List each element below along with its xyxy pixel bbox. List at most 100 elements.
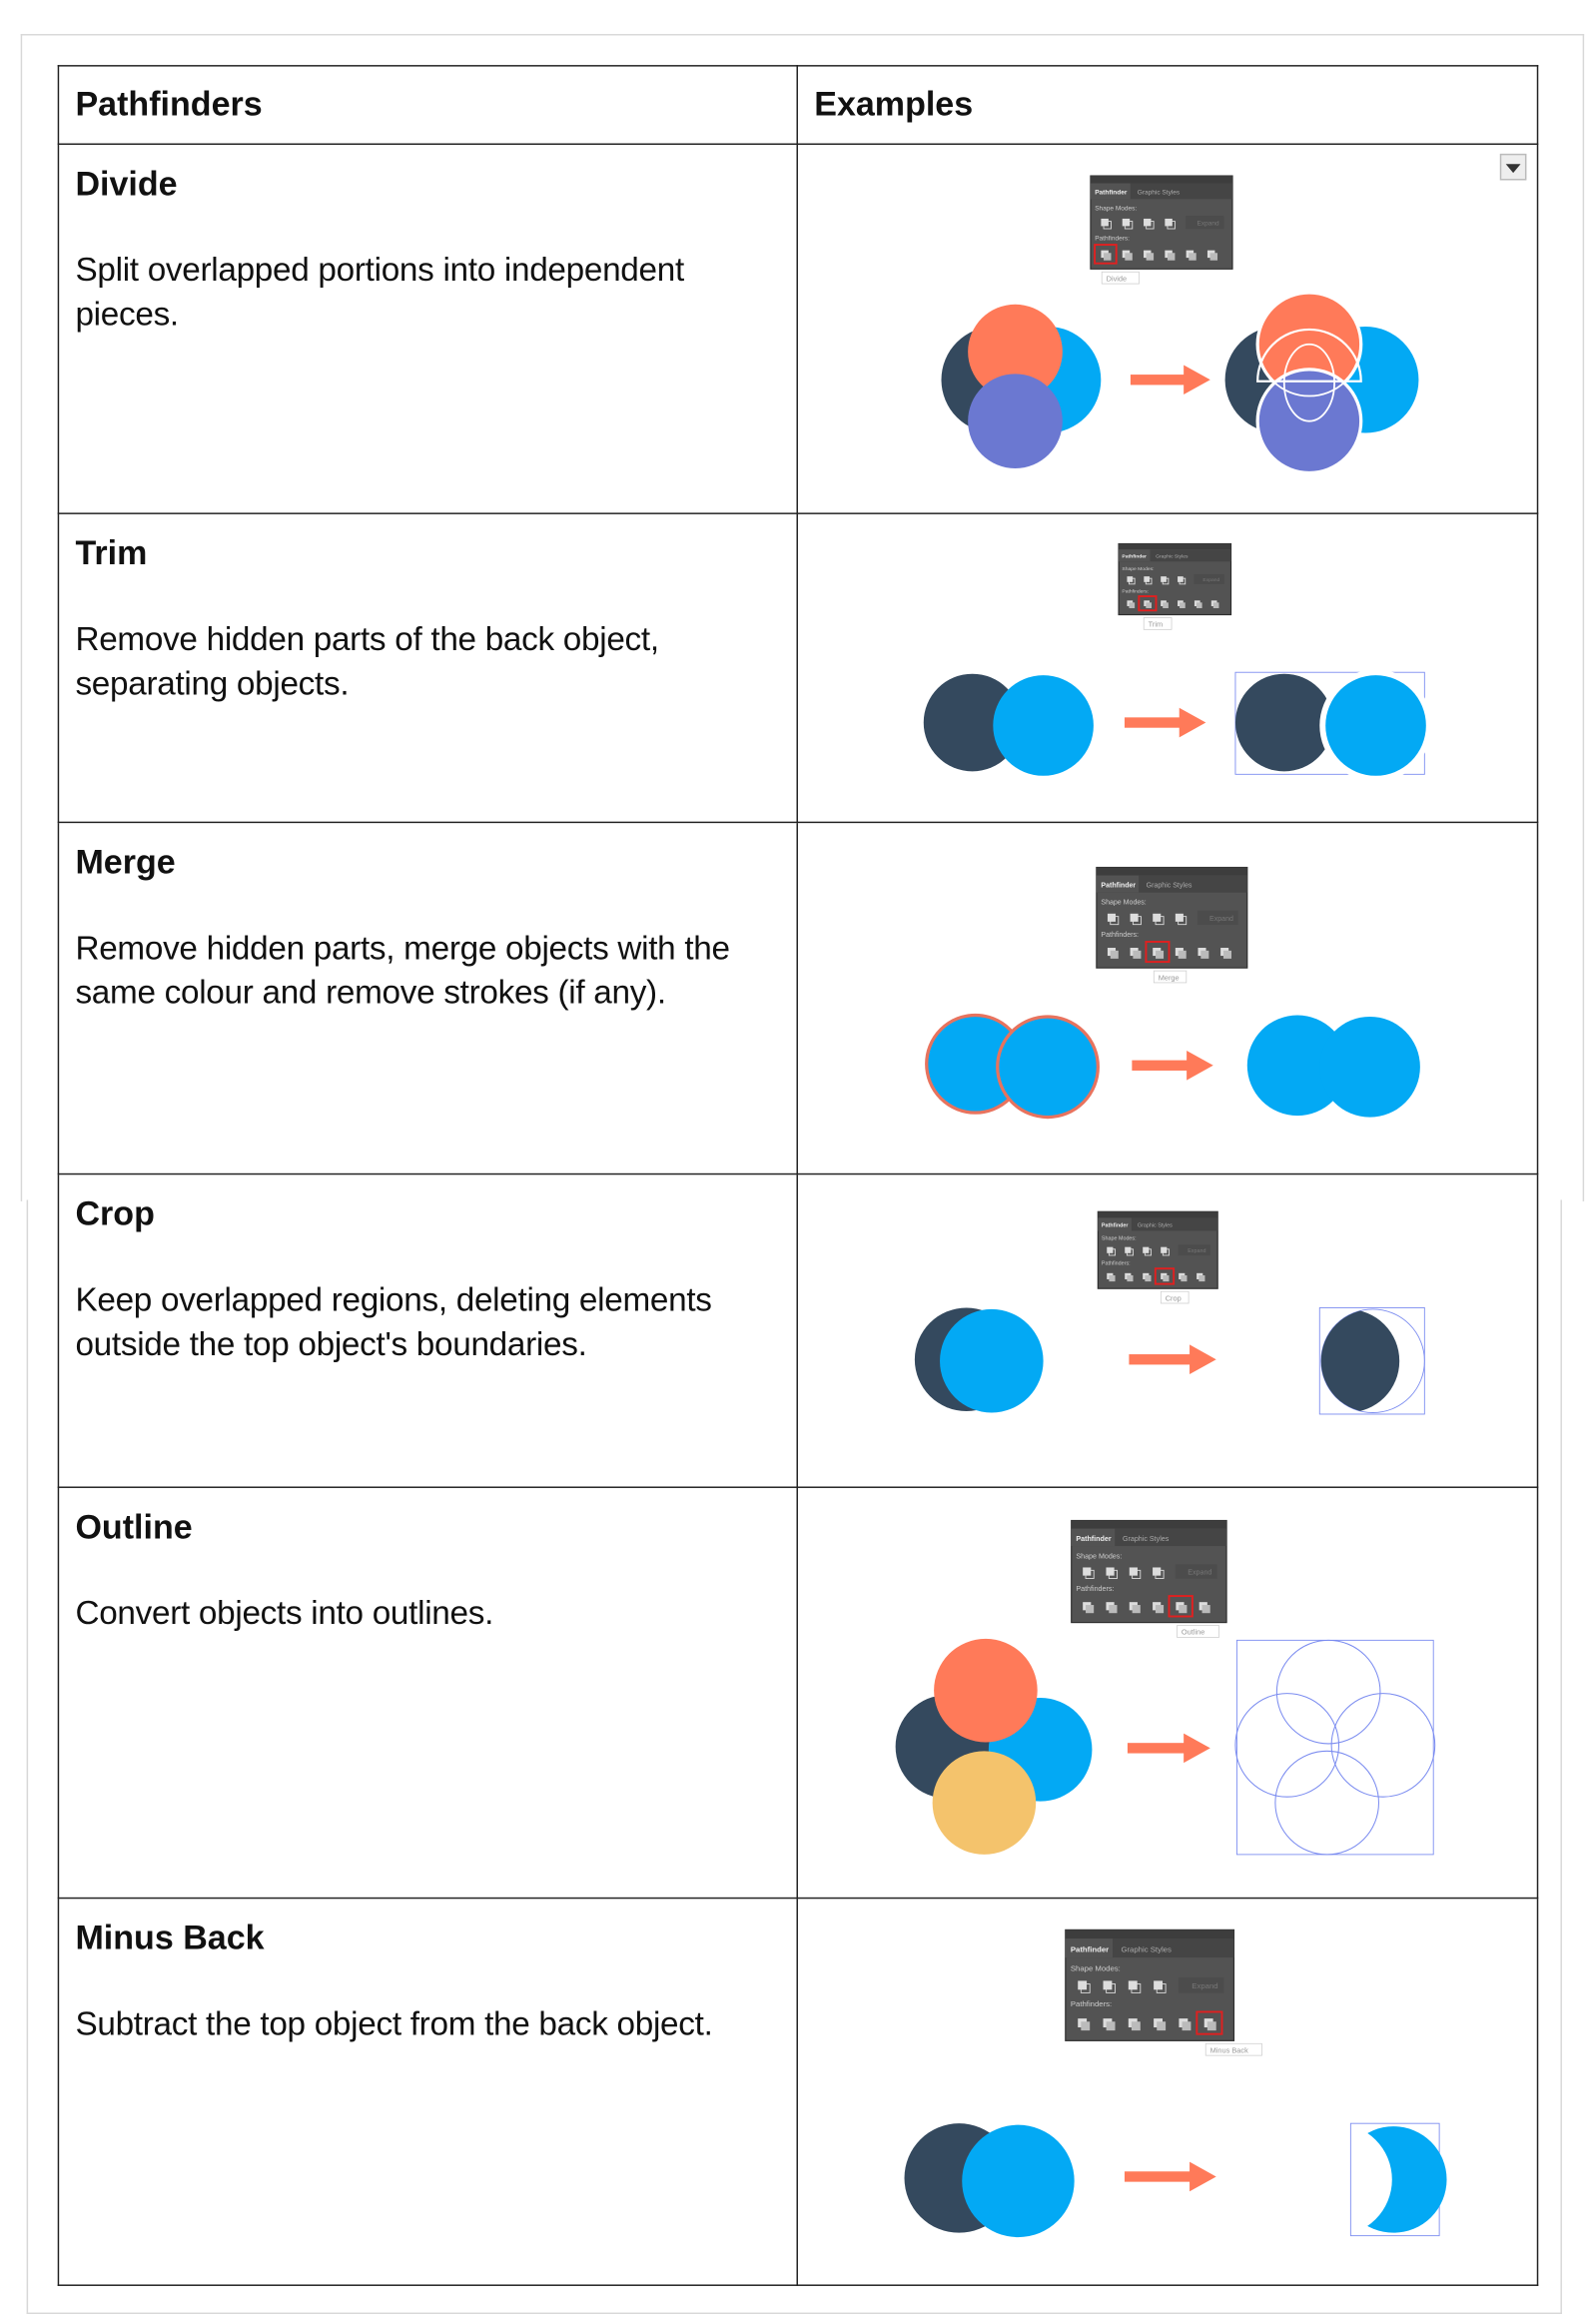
blue-circle <box>996 1015 1100 1120</box>
shape-mode-icon <box>1129 1567 1138 1576</box>
expand-button <box>1194 574 1224 584</box>
tooltip-label: Outline <box>1182 1628 1204 1637</box>
expand-button <box>1178 1244 1210 1256</box>
pathfinder-op-icon <box>1206 2021 1216 2031</box>
panel-titlebar <box>1065 1929 1234 1939</box>
pathfinder-description: Remove hidden parts, merge objects with … <box>75 929 730 1012</box>
pathfinder-op-icon <box>1163 602 1169 608</box>
divide-line <box>1282 343 1335 422</box>
shape-mode-icon <box>1107 1246 1114 1253</box>
shape-mode-icon <box>1146 221 1155 230</box>
pathfinder-title: Outline <box>75 1507 193 1546</box>
arrow-head-icon <box>1184 1733 1210 1764</box>
tab-graphic-styles: Graphic Styles <box>1121 1945 1172 1954</box>
shape-mode-icon <box>1144 218 1152 227</box>
shape-mode-icon <box>1161 576 1167 582</box>
pathfinder-title: Merge <box>75 842 176 881</box>
pathfinder-op-icon <box>1167 253 1176 261</box>
yellow-circle <box>932 1751 1037 1855</box>
tab-pathfinder: Pathfinder <box>1076 1535 1111 1543</box>
tab-graphic-styles: Graphic Styles <box>1156 554 1189 560</box>
shape-mode-icon <box>1106 1983 1116 1993</box>
pathfinder-op-icon <box>1106 2021 1116 2031</box>
pathfinder-op-icon <box>1209 253 1218 261</box>
pathfinder-op-icon <box>1179 1605 1188 1614</box>
shape-mode-icon <box>1107 913 1116 922</box>
shape-mode-icon <box>1167 221 1176 230</box>
shape-mode-icon <box>1144 1248 1152 1256</box>
navy-circle <box>923 673 1022 772</box>
pathfinder-op-icon <box>1131 2021 1141 2031</box>
arrow-shaft <box>1130 375 1188 386</box>
outline-circle <box>1274 1750 1379 1856</box>
pathfinder-op-icon <box>1155 1605 1165 1614</box>
shape-mode-icon <box>1124 221 1134 230</box>
arrow-shaft <box>1124 717 1183 728</box>
pathfinder-op-icon <box>1086 1605 1095 1614</box>
pathfinder-op-icon <box>1129 602 1136 608</box>
shape-mode-icon <box>1144 576 1151 582</box>
pathfinder-op-icon <box>1081 2021 1091 2031</box>
arrow-shaft <box>1132 1060 1191 1071</box>
shape-mode-icon <box>1155 916 1165 926</box>
shape-mode-icon <box>1130 913 1139 922</box>
panel-titlebar <box>1071 1520 1227 1529</box>
tab-pathfinder: Pathfinder <box>1095 190 1128 197</box>
arrow-shaft <box>1127 1743 1188 1754</box>
expand-label: Expand <box>1188 1569 1211 1577</box>
header-pathfinders: Pathfinders <box>57 65 798 146</box>
outline-circle <box>1234 1693 1340 1798</box>
arrow-shaft <box>1129 1354 1194 1365</box>
header-examples: Examples <box>796 65 1539 146</box>
expand-label: Expand <box>1209 916 1233 923</box>
pathfinders-label: Pathfinders: <box>1076 1585 1114 1593</box>
highlight-box <box>1145 941 1171 964</box>
shape-mode-icon <box>1101 218 1109 227</box>
panel-titlebar <box>1119 543 1231 550</box>
blue-circle <box>993 675 1094 776</box>
example-shapes <box>925 1013 1420 1120</box>
divide-line <box>1256 292 1362 397</box>
blue-circle <box>1325 675 1426 776</box>
pathfinder-op-icon <box>1222 950 1231 959</box>
pathfinder-title: Trim <box>75 533 148 572</box>
tab-pathfinder: Pathfinder <box>1101 883 1136 890</box>
pathfinder-title: Minus Back <box>75 1918 265 1956</box>
panel-tab-active <box>1119 549 1151 562</box>
tab-graphic-styles: Graphic Styles <box>1123 1535 1170 1543</box>
outline-circle <box>1275 1639 1381 1745</box>
arrow-head-icon <box>1190 1344 1216 1375</box>
pathfinders-label: Pathfinders: <box>1071 1999 1112 2008</box>
pathfinder-op-icon <box>1146 253 1155 261</box>
tooltip-box <box>1153 970 1188 984</box>
shape-mode-icon <box>1108 1248 1117 1256</box>
shape-mode-icon <box>1175 913 1184 922</box>
panel-titlebar <box>1090 176 1232 184</box>
shape-mode-icon <box>1078 1980 1088 1990</box>
shape-mode-icon <box>1178 916 1188 926</box>
pathfinder-description: Convert objects into outlines. <box>75 1594 494 1632</box>
table-options-dropdown[interactable] <box>1499 153 1527 181</box>
arrow-shaft <box>1124 2171 1194 2182</box>
shape-modes-label: Shape Modes: <box>1102 1236 1137 1242</box>
tab-graphic-styles: Graphic Styles <box>1138 1223 1173 1229</box>
shape-modes-label: Shape Modes: <box>1122 566 1154 572</box>
panel-tab-active <box>1090 183 1131 200</box>
pathfinder-op-icon <box>1212 602 1219 608</box>
pathfinder-op-icon <box>1145 1274 1152 1282</box>
example-shapes <box>923 669 1432 782</box>
pathfinder-op-icon <box>1180 602 1186 608</box>
pathfinders-label: Pathfinders: <box>1122 588 1149 594</box>
panel-tab-active <box>1098 1217 1132 1231</box>
shape-mode-icon <box>1129 577 1136 585</box>
